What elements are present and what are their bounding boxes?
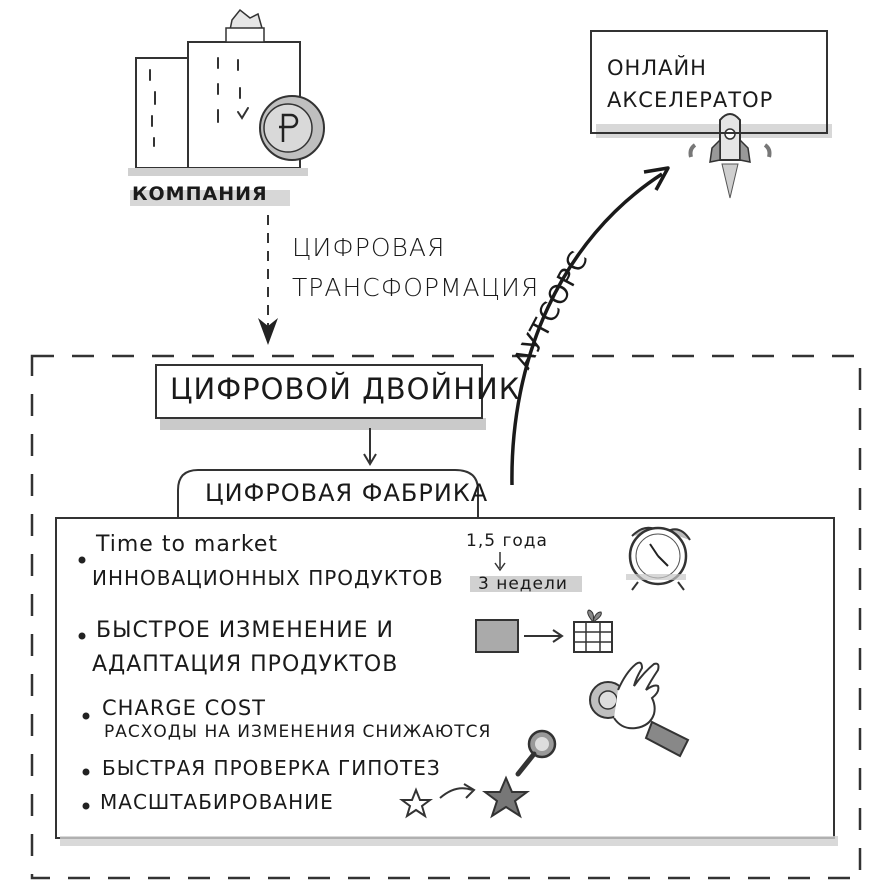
accelerator-line1: ОНЛАЙН: [607, 56, 707, 80]
item-1-line1: Time to market: [96, 532, 278, 557]
accelerator-box: [590, 30, 828, 134]
timing-to: 3 недели: [478, 574, 568, 594]
item-2-line1: БЫСТРОЕ ИЗМЕНЕНИЕ И: [96, 618, 395, 643]
company-label: КОМПАНИЯ: [132, 183, 268, 205]
item-3-line1: CHARGE COST: [102, 696, 266, 720]
gray-block-icon: [475, 619, 519, 653]
company-highlight: [130, 190, 290, 206]
factory-label: ЦИФРОВАЯ ФАБРИКА: [205, 479, 489, 507]
transformation-line1: ЦИФРОВАЯ: [292, 233, 446, 262]
big-star-icon: [482, 775, 530, 819]
accelerator-line2: АКСЕЛЕРАТОР: [607, 88, 774, 112]
outer-frame: [30, 354, 862, 880]
factory-tab: [177, 469, 479, 520]
arrow-head-icon: [643, 166, 670, 191]
rocket-icon: [688, 113, 772, 199]
twin-box: [155, 364, 483, 419]
hand-coin-icon: [589, 661, 690, 758]
bullet-dots: [78, 556, 90, 810]
item-5-line1: МАСШТАБИРОВАНИЕ: [100, 790, 334, 814]
small-star-icon: [399, 787, 433, 819]
factory-panel: [55, 517, 835, 839]
timing-from: 1,5 года: [466, 531, 548, 551]
ruble-coin-icon: [259, 95, 325, 161]
twin-shadow: [160, 418, 486, 430]
outsource-arrow: [510, 172, 663, 486]
magnifier-icon: [515, 729, 557, 777]
accelerator-shadow: [596, 124, 832, 138]
item-4-line1: БЫСТРАЯ ПРОВЕРКА ГИПОТЕЗ: [102, 756, 441, 780]
building-icon: [128, 8, 308, 176]
item-1-line2: ИННОВАЦИОННЫХ ПРОДУКТОВ: [92, 566, 444, 590]
transformation-label: ЦИФРОВАЯ ТРАНСФОРМАЦИЯ: [292, 228, 539, 308]
alarm-clock-icon: [626, 526, 691, 591]
arrow-head-icon: [258, 318, 278, 345]
twin-label: ЦИФРОВОЙ ДВОЙНИК: [170, 372, 521, 406]
arrow-head-icon: [363, 453, 377, 466]
transformation-line2: ТРАНСФОРМАЦИЯ: [292, 273, 540, 302]
gift-icon: [573, 609, 613, 653]
item-2-line2: АДАПТАЦИЯ ПРОДУКТОВ: [92, 652, 399, 677]
item-3-line2: РАСХОДЫ НА ИЗМЕНЕНИЯ СНИЖАЮТСЯ: [104, 722, 492, 742]
accelerator-label: ОНЛАЙН АКСЕЛЕРАТОР: [607, 52, 773, 116]
